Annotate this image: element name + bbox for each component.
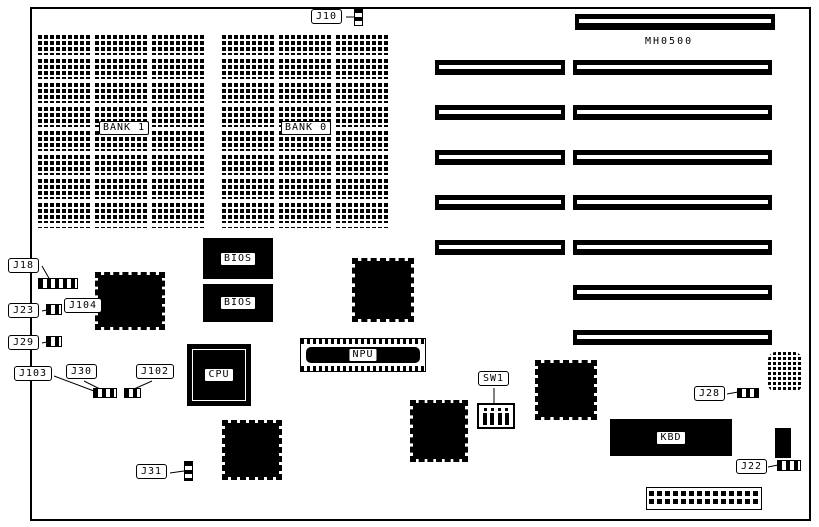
expansion-slot <box>573 150 772 165</box>
expansion-slot <box>573 285 772 300</box>
j18-label: J18 <box>8 258 40 273</box>
j18-connector <box>38 278 78 289</box>
j31-label: J31 <box>136 464 168 479</box>
ic-chip <box>222 420 282 480</box>
cpu-label: CPU <box>204 368 234 382</box>
expansion-slot-extension <box>435 150 565 165</box>
bios-chip: BIOS <box>203 284 273 322</box>
expansion-slot-extension <box>435 105 565 120</box>
j23-label: J23 <box>8 303 40 318</box>
bios-chip: BIOS <box>203 238 273 279</box>
pin-header-pins <box>649 491 759 506</box>
npu-label: NPU <box>348 348 378 362</box>
j30-label: J30 <box>66 364 98 379</box>
expansion-slot-extension <box>435 60 565 75</box>
ic-chip <box>352 258 414 322</box>
j102-connector <box>124 388 141 398</box>
j30-connector <box>93 388 117 398</box>
j31-connector <box>184 461 193 481</box>
sw1-label: SW1 <box>478 371 510 386</box>
dip-switch-position <box>497 408 502 425</box>
dip-switch-position <box>504 408 509 425</box>
j22-label: J22 <box>736 459 768 474</box>
j22-connector <box>777 460 801 471</box>
expansion-slot <box>573 105 772 120</box>
j28-connector <box>737 388 759 398</box>
j102-label: J102 <box>136 364 175 379</box>
dip-switch-position <box>483 408 488 425</box>
j10-connector <box>354 8 363 26</box>
j10-label: J10 <box>311 9 343 24</box>
memory-chip-array <box>222 35 274 228</box>
memory-chip-array <box>152 35 204 228</box>
j103-label: J103 <box>14 366 53 381</box>
j28-label: J28 <box>694 386 726 401</box>
cpu-chip: CPU <box>187 344 251 406</box>
expansion-slot <box>575 14 775 30</box>
hatched-component <box>768 352 802 392</box>
ic-chip <box>95 272 165 330</box>
keyboard-connector <box>775 428 791 458</box>
npu-socket: NPU <box>300 338 426 372</box>
expansion-slot-extension <box>435 195 565 210</box>
memory-chip-array <box>38 35 90 228</box>
expansion-slot <box>573 195 772 210</box>
expansion-slot-extension <box>435 240 565 255</box>
bios-label: BIOS <box>219 296 257 310</box>
bottom-pin-header <box>646 487 762 510</box>
dip-switch-position <box>490 408 495 425</box>
kbd-controller-chip: KBD <box>610 419 732 456</box>
ic-chip <box>535 360 597 420</box>
j29-label: J29 <box>8 335 40 350</box>
expansion-slot <box>573 330 772 345</box>
kbd-label: KBD <box>656 430 686 445</box>
dip-switch <box>477 403 515 429</box>
j29-connector <box>46 336 62 347</box>
j23-connector <box>46 304 62 315</box>
bios-label: BIOS <box>219 251 257 266</box>
expansion-slot <box>573 240 772 255</box>
ic-chip <box>410 400 468 462</box>
memory-chip-array <box>336 35 388 228</box>
expansion-slot <box>573 60 772 75</box>
j104-label: J104 <box>64 298 103 313</box>
bank0-label: BANK 0 <box>281 121 332 135</box>
board-model-text: MH0500 <box>645 36 694 47</box>
bank1-label: BANK 1 <box>99 121 150 135</box>
